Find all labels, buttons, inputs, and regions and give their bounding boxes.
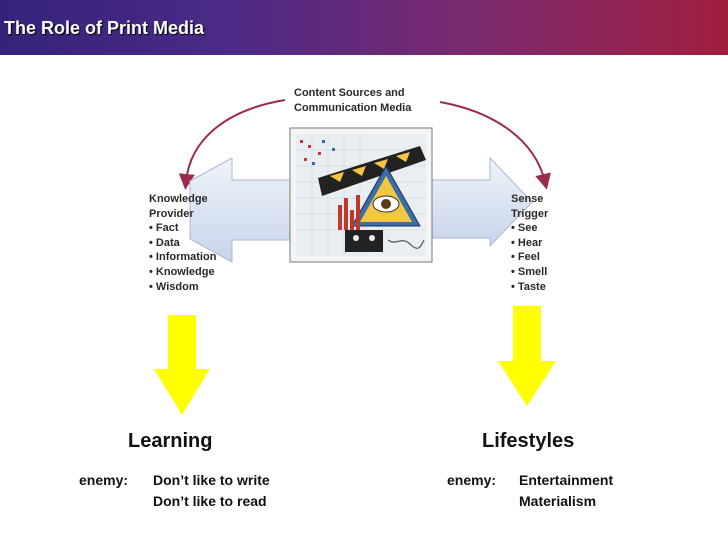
learning-enemy-item: Don’t like to write [153, 472, 270, 488]
list-item: Information [149, 250, 217, 265]
knowledge-list: Fact Data Information Knowledge Wisdom [149, 221, 217, 295]
lifestyles-heading: Lifestyles [482, 430, 575, 452]
list-item: Hear [511, 236, 548, 251]
sense-trigger-panel: Sense Trigger See Hear Feel Smell Taste [511, 192, 548, 294]
title-bar: The Role of Print Media [0, 0, 728, 55]
left-curved-arrow [178, 99, 286, 190]
list-item: Data [149, 236, 216, 251]
learning-heading: Learning [128, 430, 213, 452]
list-item: See [511, 221, 548, 236]
knowledge-provider-heading-line1: Knowledge [149, 193, 208, 205]
center-caption-line1: Content Sources and [294, 87, 405, 99]
sense-trigger-heading-line2: Trigger [511, 207, 549, 220]
lifestyles-enemy-item: Entertainment [519, 472, 614, 488]
list-item: Smell [511, 265, 548, 280]
lifestyles-enemy-item: Materialism [519, 493, 597, 509]
list-item: Wisdom [149, 280, 216, 295]
learning-enemy-item: Don’t like to read [153, 493, 267, 509]
list-item: Fact [149, 221, 216, 236]
knowledge-provider-heading-line2: Provider [149, 207, 194, 220]
list-item: Knowledge [149, 265, 216, 280]
media-collage-image [289, 127, 433, 263]
sense-trigger-heading-line1: Sense [511, 193, 544, 205]
knowledge-provider-panel: Knowledge Provider Fact Data Information… [149, 192, 216, 294]
list-item: Taste [511, 280, 548, 295]
right-curved-arrow [439, 101, 551, 190]
right-down-arrow [498, 306, 556, 406]
learning-enemy-label: enemy: [79, 472, 129, 488]
list-item: Feel [511, 250, 548, 265]
lifestyles-enemy-list: Entertainment Materialism [519, 470, 613, 512]
slide-title: The Role of Print Media [4, 18, 205, 38]
lifestyles-enemy-label: enemy: [447, 472, 497, 488]
center-caption-line2: Communication Media [294, 101, 412, 114]
learning-enemy-list: Don’t like to write Don’t like to read [153, 470, 270, 512]
left-down-arrow [154, 315, 210, 415]
sense-list: See Hear Feel Smell Taste [511, 221, 548, 294]
center-caption: Content Sources and Communication Media [294, 86, 411, 115]
